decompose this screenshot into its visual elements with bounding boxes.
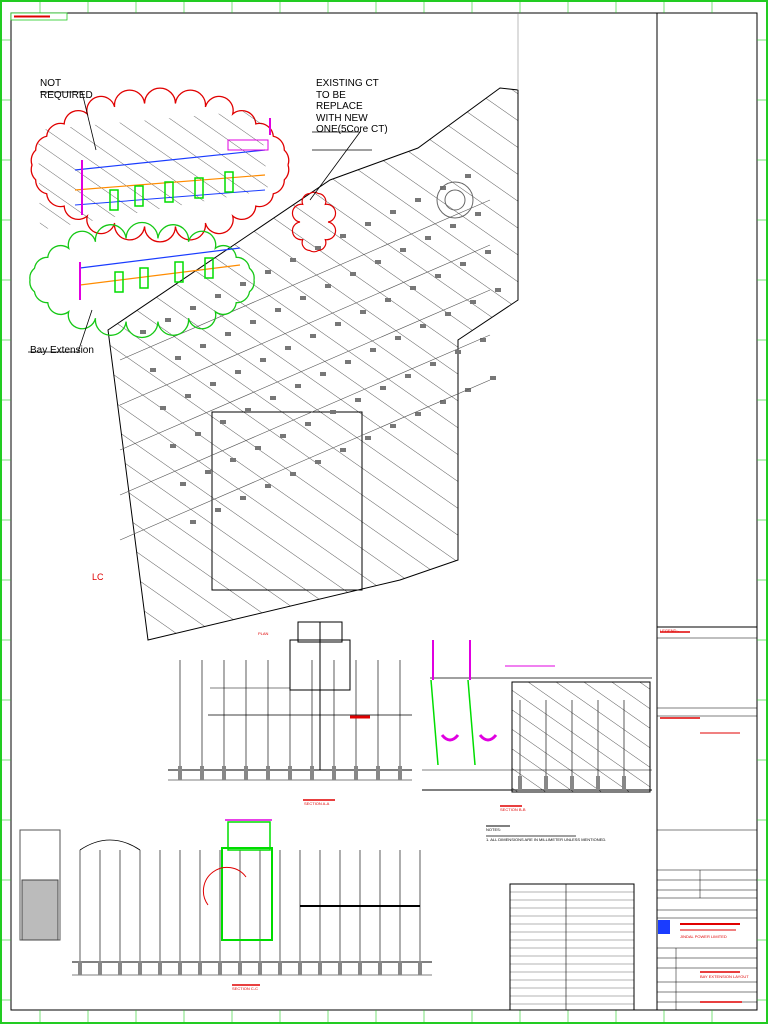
leader-bay-extension bbox=[28, 309, 93, 353]
plan-transformer-symbol bbox=[436, 181, 474, 219]
not-required-cloud bbox=[30, 87, 290, 243]
callout-existing-ct-line5: ONE(5Core CT) bbox=[316, 124, 388, 135]
notes-title: NOTES: bbox=[486, 827, 501, 832]
callout-not-required-line1: NOT bbox=[40, 78, 62, 89]
company-name: JINDAL POWER LIMITED bbox=[680, 934, 727, 939]
elevation-section-b bbox=[422, 640, 652, 807]
callout-existing-ct-line1: EXISTING CT bbox=[316, 78, 379, 89]
callout-not-required-line2: REQUIRED bbox=[40, 89, 93, 101]
plan-enclosure bbox=[211, 411, 363, 591]
callout-existing-ct-line2: TO BE bbox=[316, 89, 346, 101]
plan-view: LC bbox=[92, 14, 519, 641]
leader-existing-ct bbox=[309, 131, 361, 201]
drawing-title: BAY EXTENSION LAYOUT bbox=[700, 974, 749, 979]
elevation-section-a bbox=[168, 621, 412, 801]
plan-hatched-area bbox=[107, 87, 519, 641]
callout-existing-ct-line4: WITH NEW bbox=[316, 112, 368, 124]
legend-title: LEGEND:- bbox=[660, 628, 679, 633]
company-logo bbox=[658, 920, 670, 934]
section-a-title: SECTION A-A bbox=[304, 801, 330, 806]
leader-not-required bbox=[40, 91, 97, 151]
elevation-section-c bbox=[19, 819, 432, 986]
equipment-schedule-table bbox=[509, 883, 635, 1011]
existing-ct-cloud bbox=[291, 191, 337, 253]
callout-bay-extension: Bay Extension bbox=[30, 345, 94, 356]
section-c-transformer bbox=[21, 879, 59, 941]
callout-not-required: NOT REQUIRED bbox=[40, 78, 93, 101]
callout-existing-ct-line3: REPLACE bbox=[316, 101, 363, 112]
section-b-title: SECTION B-B bbox=[500, 807, 526, 812]
notes-item-1: 1. ALL DIMENSIONS ARE IN MILLIMETER UNLE… bbox=[486, 837, 607, 842]
bay-equipment-markers bbox=[109, 171, 234, 293]
title-block bbox=[656, 13, 757, 1010]
plan-red-mark: LC bbox=[92, 572, 104, 582]
section-c-title: SECTION C-C bbox=[232, 986, 258, 991]
callout-existing-ct: EXISTING CT TO BE REPLACE WITH NEW ONE(5… bbox=[316, 78, 388, 136]
notes-block bbox=[486, 825, 576, 837]
inner-frame bbox=[10, 12, 758, 1011]
plan-title: PLAN bbox=[258, 631, 269, 636]
